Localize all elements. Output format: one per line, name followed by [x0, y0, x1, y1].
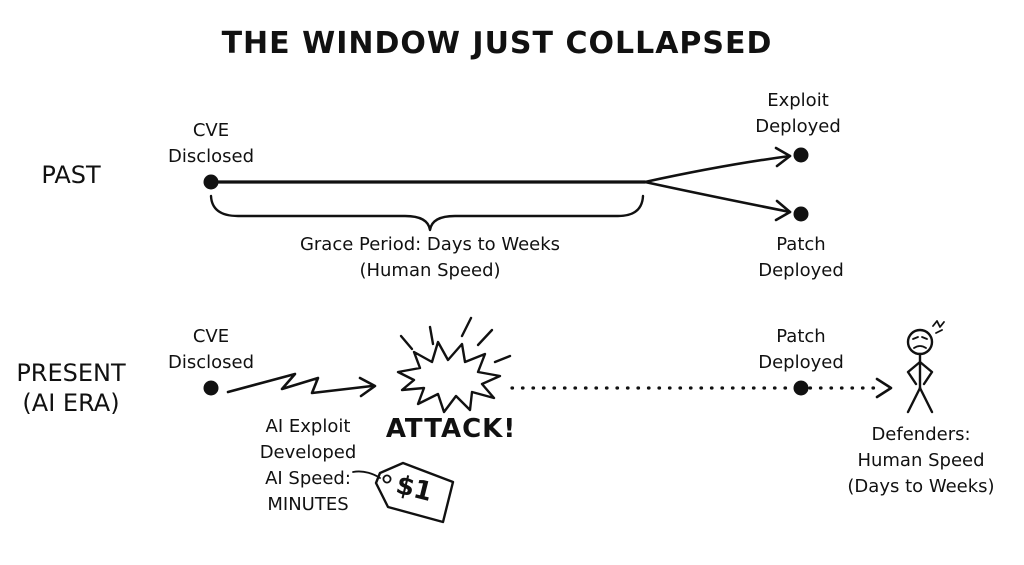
burst-line-1 [399, 334, 414, 351]
stick-figure-defender-icon [906, 320, 945, 414]
attack-label: ATTACK! [385, 414, 517, 444]
present-cve-dot [203, 380, 219, 396]
grace-period-brace [209, 194, 645, 232]
past-cve-dot [203, 174, 219, 190]
defenders-label: Defenders:Human Speed(Days to Weeks) [847, 424, 995, 497]
past-exploit-branch [643, 154, 792, 184]
past-patch-dot [793, 206, 809, 222]
present-patch-dot [793, 380, 809, 396]
lightning-bolt-icon [226, 372, 374, 395]
burst-line-3 [460, 316, 473, 338]
past-exploit-dot [793, 147, 809, 163]
explosion-burst-icon [396, 340, 502, 414]
past-patch-arrowhead [774, 199, 792, 222]
present-dotted-arrowhead [875, 377, 893, 399]
present-row-label: PRESENT(AI ERA) [16, 359, 126, 417]
burst-line-4 [476, 328, 494, 347]
past-row-label: PAST [41, 161, 101, 189]
lightning-arrowhead [358, 376, 377, 398]
grace-period-label: Grace Period: Days to Weeks(Human Speed) [299, 234, 561, 281]
price-tag-icon [352, 461, 455, 524]
burst-line-2 [428, 325, 435, 346]
burst-line-5 [493, 354, 512, 364]
past-exploit-arrowhead [774, 146, 792, 168]
past-patch-branch [643, 180, 792, 214]
page-title: THE WINDOW JUST COLLAPSED [221, 26, 773, 61]
